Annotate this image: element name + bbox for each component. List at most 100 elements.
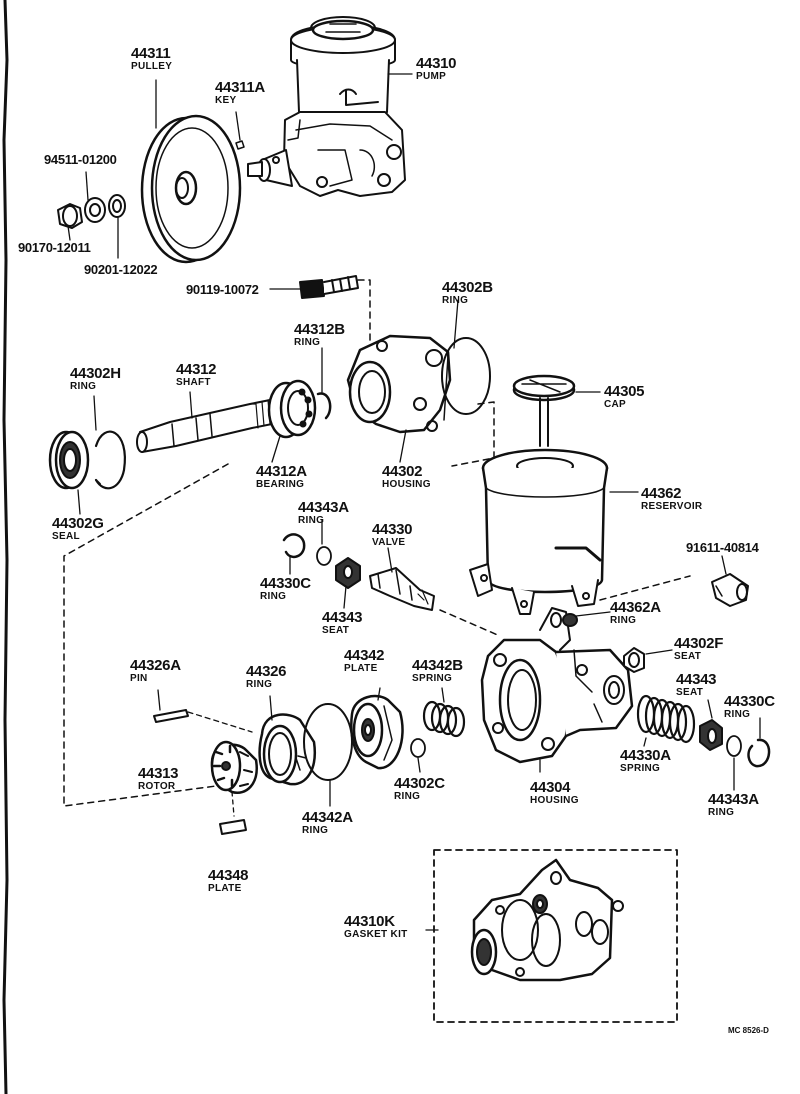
callout-44362a: 44362A RING	[610, 600, 661, 626]
part-name: SEAT	[674, 651, 702, 662]
part-number: 44304	[530, 779, 571, 796]
part-name: RING	[294, 337, 321, 348]
part-number: 44330	[372, 521, 413, 538]
part-number: 44343	[676, 671, 717, 688]
part-name: HOUSING	[382, 479, 431, 490]
leader-lines-shaft	[77, 391, 407, 515]
callout-44302b: 44302B RING	[442, 280, 493, 306]
part-name: RING	[70, 381, 97, 392]
callout-44310k: 44310K GASKET KIT	[344, 914, 408, 940]
callout-90201-12022: 90201-12022	[84, 262, 158, 277]
callout-44343-right: 44343 SEAT	[676, 671, 717, 698]
pin-drawing	[153, 689, 253, 733]
part-number: 44362A	[610, 599, 661, 616]
part-name: GASKET KIT	[344, 929, 408, 940]
callout-90170-12011: 90170-12011	[18, 240, 91, 255]
part-name: KEY	[215, 95, 237, 106]
part-name: SEAT	[322, 625, 350, 636]
part-name: PULLEY	[131, 61, 173, 72]
part-number: 44302	[382, 463, 423, 480]
part-name: RING	[302, 825, 329, 836]
part-number: 44302H	[70, 365, 121, 382]
callout-44330: 44330 VALVE	[372, 521, 413, 548]
callout-44342a: 44342A RING	[302, 810, 353, 836]
pulley-nut-washers-drawing	[57, 194, 126, 229]
callout-44343-left: 44343 SEAT	[322, 609, 363, 636]
callout-44311: 44311 PULLEY	[131, 46, 172, 72]
snap-ring-44302h	[94, 430, 126, 490]
callout-44313: 44313 ROTOR	[138, 765, 179, 792]
callout-44330a: 44330A SPRING	[620, 748, 671, 774]
seal-drawing	[48, 430, 90, 490]
part-name: RING	[246, 679, 273, 690]
part-number: 94511-01200	[44, 152, 117, 167]
part-number: 91611-40814	[686, 540, 759, 555]
part-number: 90201-12022	[84, 262, 158, 277]
callout-44312a: 44312A BEARING	[256, 464, 307, 490]
callout-44326a: 44326A PIN	[130, 658, 181, 684]
callout-44343a-top: 44343A RING	[298, 500, 349, 526]
part-number: 44343	[322, 609, 363, 626]
part-name: RING	[724, 709, 751, 720]
part-number: 44312B	[294, 321, 345, 338]
front-housing-drawing	[346, 334, 452, 434]
part-number: 44342B	[412, 657, 463, 674]
part-number: 44330A	[620, 747, 671, 764]
part-number: 44326A	[130, 657, 181, 674]
part-number: 44302C	[394, 775, 445, 792]
part-name: SEAL	[52, 531, 80, 542]
callout-44312b: 44312B RING	[294, 322, 345, 348]
callout-44302h: 44302H RING	[70, 366, 121, 392]
rotor-drawing	[210, 740, 258, 817]
part-name: RING	[442, 295, 469, 306]
callout-44305: 44305 CAP	[604, 384, 645, 410]
callout-44342b: 44342B SPRING	[412, 658, 463, 684]
callout-44330c-left: 44330C RING	[260, 576, 311, 602]
part-name: PUMP	[416, 71, 447, 82]
callout-44330c-right: 44330C RING	[724, 694, 775, 720]
part-name: RING	[394, 791, 421, 802]
cap-drawing	[512, 374, 601, 447]
callout-44326: 44326 RING	[246, 663, 287, 690]
part-number: 90170-12011	[18, 240, 91, 255]
part-name: RESERVOIR	[641, 501, 703, 512]
callout-44312: 44312 SHAFT	[176, 362, 217, 388]
part-number: 90119-10072	[186, 282, 259, 297]
callout-44362: 44362 RESERVOIR	[641, 486, 702, 512]
callout-44342: 44342 PLATE	[344, 647, 385, 674]
valve-group-drawing	[282, 519, 501, 637]
seat-44302f-drawing	[623, 647, 673, 673]
part-name: PLATE	[208, 883, 242, 894]
bolt-drawing	[269, 275, 359, 299]
part-name: HOUSING	[530, 795, 579, 806]
part-name: VALVE	[372, 537, 406, 548]
dashed-group-bracket	[63, 463, 229, 807]
part-name: RING	[610, 615, 637, 626]
reservoir-drawing	[469, 448, 639, 615]
part-number: 44342	[344, 647, 385, 664]
page-margin-line	[2, 0, 9, 1094]
part-name: SPRING	[412, 673, 453, 684]
part-number: 44313	[138, 765, 179, 782]
part-name: ROTOR	[138, 781, 176, 792]
part-name: SPRING	[620, 763, 661, 774]
spring-44330a-drawing	[636, 694, 696, 747]
bolt-dashed-path	[357, 279, 371, 346]
part-number: 44326	[246, 663, 287, 680]
part-name: SEAT	[676, 687, 704, 698]
part-number: 44343A	[298, 499, 349, 516]
callout-90119-10072: 90119-10072	[186, 282, 259, 297]
part-number: 44311A	[215, 79, 265, 96]
callout-44343a-bottom: 44343A RING	[708, 792, 759, 818]
gasket-kit-dashed-box	[433, 849, 678, 1023]
key-drawing	[235, 140, 245, 150]
part-name: PLATE	[344, 663, 378, 674]
ring-44362a-drawing	[562, 611, 611, 627]
part-number: 44311	[131, 45, 171, 62]
part-number: 44348	[208, 867, 249, 884]
callout-44302c: 44302C RING	[394, 776, 445, 802]
pulley-drawing	[140, 114, 242, 264]
part-name: SHAFT	[176, 377, 211, 388]
